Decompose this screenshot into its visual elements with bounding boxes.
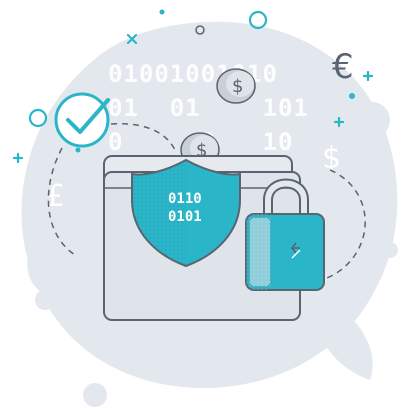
sparkle-ring-top xyxy=(248,10,268,30)
sparkle-plus-2 xyxy=(12,152,24,164)
connector-left-lower xyxy=(47,147,76,256)
yen-icon: ¥ xyxy=(52,46,70,79)
binary-line-2: 01 01 101 xyxy=(108,94,309,122)
dollar-icon: $ xyxy=(322,141,341,176)
shield: 0110 0101 xyxy=(131,158,241,268)
padlock-keyhole-icon xyxy=(290,242,300,254)
euro-icon: € xyxy=(332,47,354,87)
sparkle-dot-2 xyxy=(75,147,81,153)
coin-top: $ xyxy=(216,68,256,104)
sparkle-ring-left xyxy=(28,108,48,128)
padlock-icon xyxy=(245,178,325,291)
connector-right xyxy=(319,169,366,281)
currency-symbols: € ¥ £ $ xyxy=(46,46,354,214)
checkmark-badge xyxy=(54,92,110,148)
shield-code-line-2: 0101 xyxy=(168,209,202,225)
decorative-sparkles xyxy=(12,9,374,164)
dashed-connectors xyxy=(47,123,366,281)
sparkle-plus-4 xyxy=(362,70,374,82)
coin-dollar-icon-2: $ xyxy=(196,140,207,161)
pound-icon: £ xyxy=(46,179,65,214)
coin-dollar-icon: $ xyxy=(232,76,243,97)
sparkle-ring-small xyxy=(195,25,205,35)
sparkle-plus-3 xyxy=(333,116,345,128)
connector-left xyxy=(99,123,176,151)
check-icon xyxy=(66,98,110,134)
sparkle-dot-3 xyxy=(349,93,355,99)
shield-code-line-1: 0110 xyxy=(168,191,202,207)
sparkle-plus-1 xyxy=(126,33,138,45)
sparkle-dot-1 xyxy=(159,9,165,15)
